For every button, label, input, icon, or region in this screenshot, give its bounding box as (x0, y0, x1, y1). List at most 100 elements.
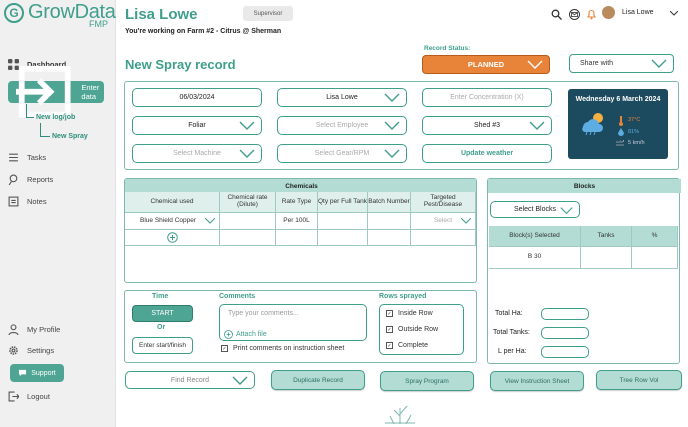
profile-icon (8, 324, 19, 335)
outside-row-checkbox[interactable]: ✓Outside Row (386, 326, 438, 333)
add-row-icon[interactable] (166, 232, 178, 243)
enter-start-finish-button[interactable]: Enter start/finish (132, 337, 193, 354)
block-selected-cell: B 30 (489, 247, 581, 269)
sidebar-item-reports[interactable]: Reports (8, 174, 53, 185)
gear-placeholder: Select Gear/RPM (314, 150, 370, 157)
reports-icon (8, 174, 18, 185)
sidebar-item-label: Logout (27, 392, 50, 401)
select-blocks-dropdown[interactable]: Select Blocks (490, 201, 580, 218)
date-value: 06/03/2024 (179, 94, 215, 101)
update-weather-button[interactable]: Update weather (422, 144, 552, 163)
duplicate-record-button[interactable]: Duplicate Record (271, 370, 365, 390)
chat-icon (19, 369, 27, 377)
checkbox-checked-icon: ✓ (221, 345, 228, 352)
percent-input[interactable] (632, 247, 678, 269)
total-tanks-label: Total Tanks: (493, 329, 530, 336)
spray-type-value: Foliar (188, 122, 206, 129)
record-status-value: PLANNED (467, 60, 505, 69)
sidebar: G GrowData FMP Dashboard Enter data New … (0, 0, 116, 427)
enter-start-finish-label: Enter start/finish (139, 342, 186, 349)
bell-icon[interactable] (586, 9, 597, 20)
sidebar-item-label: My Profile (27, 325, 61, 334)
empty-cell (220, 230, 276, 246)
record-status-label: Record Status: (424, 45, 471, 52)
sidebar-sub-new-log[interactable]: New log/job (36, 114, 76, 121)
date-field[interactable]: 06/03/2024 (132, 88, 262, 107)
comments-textarea[interactable]: Type your comments... Attach file (219, 304, 367, 341)
or-label: Or (157, 324, 166, 331)
mail-icon[interactable] (569, 9, 580, 20)
sidebar-item-dashboard[interactable]: Dashboard (8, 59, 66, 70)
logo-text: GrowData (28, 1, 116, 23)
column-header: Targeted Pest/Disease (411, 192, 476, 213)
machine-dropdown[interactable]: Select Machine (132, 144, 262, 163)
shed-value: Shed #3 (473, 122, 501, 129)
avatar[interactable] (602, 6, 615, 19)
start-button[interactable]: START (132, 305, 193, 322)
checkbox-checked-icon: ✓ (386, 310, 393, 317)
spray-program-label: Spray Program (405, 377, 449, 385)
user-title: Lisa Lowe (125, 6, 198, 23)
add-attachment-icon (224, 330, 233, 339)
column-header: % (632, 226, 678, 247)
page-title: New Spray record (125, 57, 236, 72)
operator-dropdown[interactable]: Lisa Lowe (277, 88, 407, 107)
chevron-down-icon (384, 121, 400, 130)
dashboard-icon (8, 59, 19, 70)
view-instruction-label: View Instruction Sheet (504, 377, 570, 385)
spray-type-dropdown[interactable]: Foliar (132, 116, 262, 135)
select-blocks-label: Select Blocks (513, 206, 557, 213)
inside-row-checkbox[interactable]: ✓Inside Row (386, 310, 433, 317)
rate-type-cell[interactable]: Per 100L (276, 213, 318, 230)
shed-dropdown[interactable]: Shed #3 (422, 116, 552, 135)
attach-file-label: Attach file (236, 331, 267, 338)
checkbox-checked-icon: ✓ (386, 326, 393, 333)
chevron-down-icon (239, 121, 255, 130)
sidebar-item-notes[interactable]: Notes (8, 196, 47, 207)
logo-icon: G (4, 3, 24, 23)
empty-cell (276, 230, 318, 246)
empty-cell (368, 230, 411, 246)
chevron-down-icon[interactable] (670, 11, 678, 16)
chemical-used-dropdown[interactable]: Blue Shield Copper (125, 213, 220, 230)
share-with-dropdown[interactable]: Share with (569, 54, 674, 73)
support-button[interactable]: Support (10, 364, 64, 382)
concentration-input[interactable]: Enter Concentration (X) (422, 88, 552, 107)
tanks-input[interactable] (581, 247, 632, 269)
gear-rpm-dropdown[interactable]: Select Gear/RPM (277, 144, 407, 163)
attach-file-link[interactable]: Attach file (224, 330, 267, 339)
column-header: Tanks (581, 226, 632, 247)
chemical-rate-input[interactable] (220, 213, 276, 230)
sidebar-sub-new-spray[interactable]: New Spray (52, 133, 88, 140)
chemical-value: Blue Shield Copper (140, 216, 197, 224)
chevron-down-icon (232, 376, 248, 385)
chevron-down-icon (651, 59, 667, 68)
record-status-dropdown[interactable]: PLANNED (422, 55, 550, 74)
view-instruction-sheet-button[interactable]: View Instruction Sheet (490, 371, 584, 391)
column-header: Batch Number (368, 192, 411, 213)
target-pest-dropdown[interactable]: Select (411, 213, 476, 230)
find-record-dropdown[interactable]: Find Record (125, 371, 255, 389)
l-per-ha-label: L per Ha: (498, 348, 527, 355)
sidebar-item-tasks[interactable]: Tasks (8, 152, 46, 163)
sidebar-item-logout[interactable]: Logout (8, 391, 50, 402)
sidebar-item-settings[interactable]: Settings (8, 345, 54, 356)
details-panel (124, 290, 477, 363)
employee-dropdown[interactable]: Select Employee (277, 116, 407, 135)
search-icon[interactable] (551, 9, 562, 20)
user-menu-name[interactable]: Lisa Lowe (622, 9, 654, 16)
sidebar-item-profile[interactable]: My Profile (8, 324, 60, 335)
sidebar-item-label: Notes (27, 197, 47, 206)
spray-program-button[interactable]: Spray Program (380, 371, 474, 391)
total-ha-field[interactable] (541, 308, 589, 320)
tree-row-vol-button[interactable]: Tree Row Vol (596, 370, 682, 390)
humidity: 81% (628, 129, 640, 135)
print-comments-checkbox[interactable]: ✓ Print comments on instruction sheet (221, 345, 344, 352)
qty-per-tank-input[interactable] (318, 213, 368, 230)
complete-checkbox[interactable]: ✓Complete (386, 342, 428, 349)
sidebar-item-enter-data[interactable]: Enter data (8, 66, 104, 118)
l-per-ha-field[interactable] (541, 346, 589, 358)
total-tanks-field[interactable] (541, 327, 589, 339)
target-placeholder: Select (433, 216, 453, 224)
batch-number-input[interactable] (368, 213, 411, 230)
